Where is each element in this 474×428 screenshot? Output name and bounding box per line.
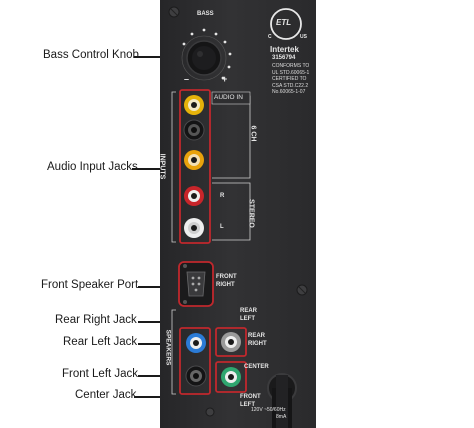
- center-jack[interactable]: [221, 367, 241, 387]
- cert-number: 3156794: [272, 55, 296, 61]
- label-stereo: STEREO: [247, 199, 255, 228]
- label-l: L: [220, 224, 224, 230]
- cert-brand: Intertek: [270, 45, 299, 54]
- screw-bottom: [205, 407, 215, 417]
- label-front-left-1: FRONT: [240, 394, 261, 400]
- label-r: R: [220, 193, 225, 199]
- label-plus: +: [222, 74, 228, 84]
- front-left-jack[interactable]: [185, 365, 207, 387]
- screw-mid-right: [296, 284, 308, 296]
- cert-line-1: CONFORMS TO: [272, 63, 310, 69]
- bass-scale-dots: [182, 28, 232, 80]
- label-minus: –: [184, 74, 190, 84]
- audio-jack-yellow[interactable]: [184, 95, 204, 115]
- speakers-bracket: [171, 309, 176, 395]
- label-rear-left-2: LEFT: [240, 316, 255, 322]
- etl-mark-icon: [270, 8, 302, 40]
- audio-jack-black-1[interactable]: [183, 119, 205, 141]
- rear-right-jack[interactable]: [221, 332, 241, 352]
- callout-bass-control-knob: Bass Control Knob: [43, 49, 139, 61]
- label-front-left-2: LEFT: [240, 402, 255, 408]
- bass-knob[interactable]: [181, 35, 227, 81]
- callout-audio-input-jacks: Audio Input Jacks: [47, 161, 138, 173]
- label-power-2: 8mA: [276, 414, 287, 420]
- callout-front-left-jack: Front Left Jack: [62, 368, 139, 380]
- label-rear-right-1: REAR: [248, 333, 266, 339]
- label-bass: BASS: [197, 11, 214, 17]
- label-rear-left-1: REAR: [240, 308, 258, 314]
- leader-front-speaker: [138, 286, 176, 288]
- label-rear-right-2: RIGHT: [248, 341, 267, 347]
- center-highlight: [215, 361, 247, 393]
- cert-line-2: UL STD.60065-1: [272, 69, 310, 76]
- label-6ch: 6 CH: [249, 125, 257, 142]
- audio-jack-orange[interactable]: [184, 150, 204, 170]
- callout-rear-right-jack: Rear Right Jack: [55, 314, 137, 326]
- etl-us: US: [300, 34, 307, 40]
- audio-in-label-box: [211, 91, 251, 105]
- label-front-right-1: FRONT: [216, 274, 237, 280]
- speakers-highlight: [179, 327, 211, 395]
- front-speaker-port[interactable]: [178, 261, 214, 307]
- inputs-bracket: [171, 91, 176, 243]
- stereo-bracket: [212, 182, 251, 241]
- cert-line-5: No.60065-1-07: [272, 89, 306, 95]
- callout-rear-left-jack: Rear Left Jack: [63, 336, 138, 348]
- screw-top: [168, 6, 180, 18]
- label-front-right-2: RIGHT: [216, 282, 235, 288]
- label-inputs: INPUTS: [158, 153, 166, 180]
- rear-left-jack[interactable]: [186, 333, 206, 353]
- callout-front-speaker-port: Front Speaker Port: [41, 279, 139, 291]
- leader-audio-input: [132, 168, 180, 170]
- audio-jack-white[interactable]: [184, 218, 204, 238]
- label-power: 120V ~50/60Hz: [251, 407, 286, 413]
- six-ch-bracket: [212, 95, 251, 179]
- cert-line-3: CERTIFIED TO: [272, 76, 307, 82]
- power-cord: [267, 373, 297, 428]
- cert-line-4: CSA STD.C22.2: [272, 82, 309, 89]
- audio-jack-red[interactable]: [184, 186, 204, 206]
- label-audio-in: AUDIO IN: [214, 94, 243, 101]
- etl-mark-letters: ETL: [276, 18, 292, 27]
- label-speakers: SPEAKERS: [164, 329, 172, 366]
- audio-input-highlight: [179, 89, 211, 244]
- callout-center-jack: Center Jack: [75, 389, 137, 401]
- label-center: CENTER: [244, 364, 269, 370]
- etl-c: C: [268, 34, 272, 40]
- rear-right-highlight: [215, 327, 247, 357]
- leader-bass-knob: [134, 56, 178, 58]
